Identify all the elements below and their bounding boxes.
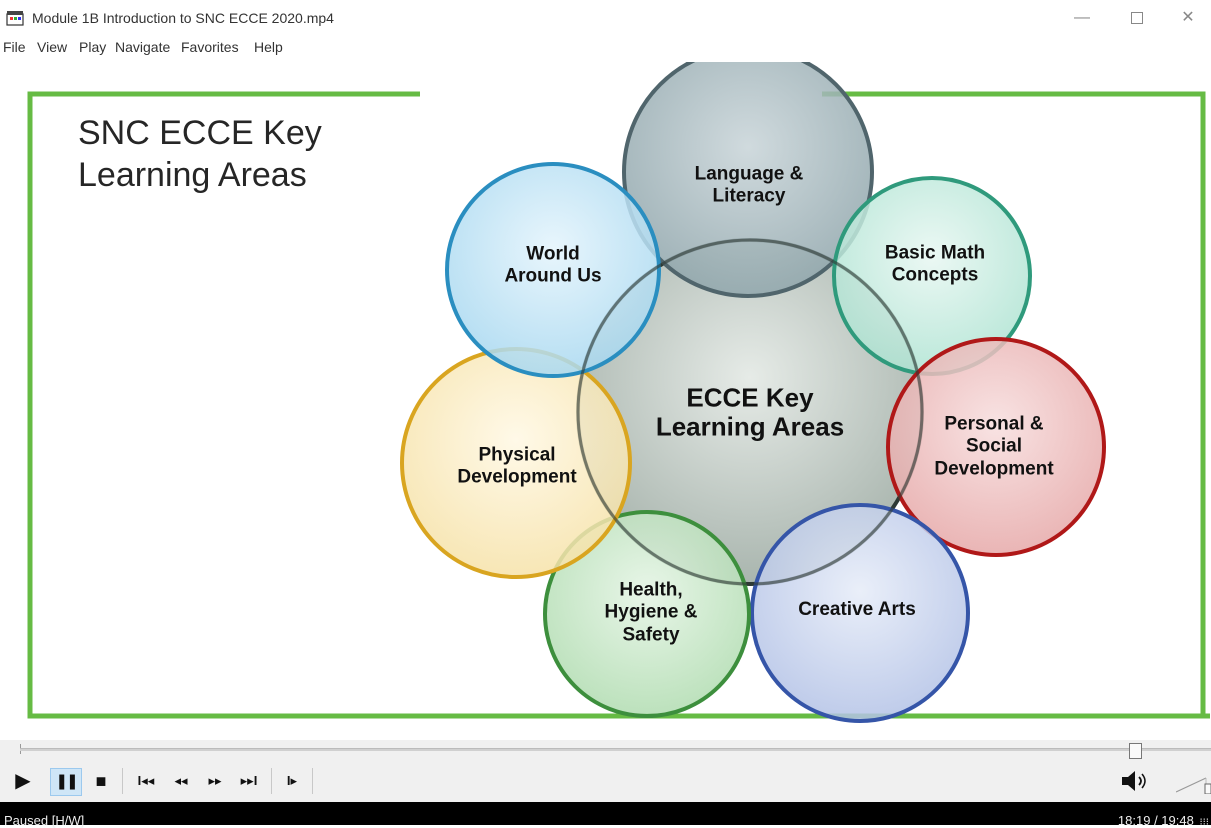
playback-status: Paused [H/W] xyxy=(4,813,85,828)
bubble-health-hygiene xyxy=(543,510,751,718)
menu-navigate[interactable]: Navigate xyxy=(115,39,171,55)
slide-title: SNC ECCE Key Learning Areas xyxy=(78,112,322,196)
title-bar: Module 1B Introduction to SNC ECCE 2020.… xyxy=(0,0,1211,36)
label-basic-math: Basic Math Concepts xyxy=(884,242,986,286)
pause-button[interactable]: ❚❚ xyxy=(50,768,82,796)
film-clapper-icon xyxy=(6,11,24,26)
separator xyxy=(271,768,272,794)
next-button[interactable]: ▸▸I xyxy=(240,773,258,788)
seek-thumb[interactable] xyxy=(1128,743,1142,759)
status-extra: ⁝⁝⁝ xyxy=(1199,817,1209,828)
separator xyxy=(122,768,123,794)
maximize-button[interactable] xyxy=(1114,4,1160,32)
label-physical-development: Physical Development xyxy=(457,444,577,488)
frame-step-button[interactable]: I▸ xyxy=(286,773,298,788)
slide-title-line1: SNC ECCE Key xyxy=(78,114,322,152)
center-label: ECCE Key Learning Areas xyxy=(655,382,845,441)
bubble-world-around-us xyxy=(445,162,661,378)
menu-view[interactable]: View xyxy=(37,39,68,55)
menu-bar: File View Play Navigate Favorites Help xyxy=(0,36,1211,58)
control-bar: ▶ ❚❚ ■ I◂◂ ◂◂ ▸▸ ▸▸I I▸ xyxy=(0,760,1211,802)
center-bubble-outline xyxy=(576,238,924,586)
play-button[interactable]: ▶ xyxy=(15,770,31,792)
maximize-icon xyxy=(1131,11,1143,24)
window-title: Module 1B Introduction to SNC ECCE 2020.… xyxy=(32,10,334,26)
slide-graphic xyxy=(27,62,1210,723)
label-health-hygiene: Health, Hygiene & Safety xyxy=(604,579,698,646)
label-personal-social: Personal & Social Development xyxy=(934,413,1054,480)
close-button[interactable]: ✕ xyxy=(1181,9,1195,26)
bubble-language-literacy xyxy=(622,62,874,298)
previous-button[interactable]: I◂◂ xyxy=(137,773,155,788)
slide-title-line2: Learning Areas xyxy=(78,156,307,194)
rewind-button[interactable]: ◂◂ xyxy=(174,773,188,788)
fast-forward-button[interactable]: ▸▸ xyxy=(208,773,222,788)
label-creative-arts: Creative Arts xyxy=(798,598,916,620)
time-display: 18:19 / 19:48 ⁝⁝⁝ xyxy=(1118,813,1209,828)
menu-play[interactable]: Play xyxy=(79,39,107,55)
separator xyxy=(312,768,313,794)
speaker-icon[interactable] xyxy=(1120,769,1150,793)
menu-file[interactable]: File xyxy=(3,39,26,55)
seek-bar[interactable] xyxy=(0,740,1211,760)
seek-track[interactable] xyxy=(20,748,1211,751)
label-world-around-us: World Around Us xyxy=(504,243,602,287)
slide-frame-right xyxy=(822,91,1206,716)
label-language-literacy: Language & Literacy xyxy=(694,163,804,207)
menu-favorites[interactable]: Favorites xyxy=(181,39,239,55)
menu-help[interactable]: Help xyxy=(254,39,283,55)
stop-button[interactable]: ■ xyxy=(95,771,107,791)
bubble-personal-social xyxy=(886,337,1106,557)
minimize-button[interactable]: — xyxy=(1074,9,1090,26)
volume-slider[interactable] xyxy=(1176,776,1211,794)
status-bar: Paused [H/W] 18:19 / 19:48 ⁝⁝⁝ xyxy=(0,802,1211,828)
time-text: 18:19 / 19:48 xyxy=(1117,813,1194,828)
video-area[interactable]: SNC ECCE Key Learning Areas ECCE Key Lea… xyxy=(0,62,1211,740)
slide-frame xyxy=(27,91,1210,719)
bubble-creative-arts xyxy=(750,503,970,723)
